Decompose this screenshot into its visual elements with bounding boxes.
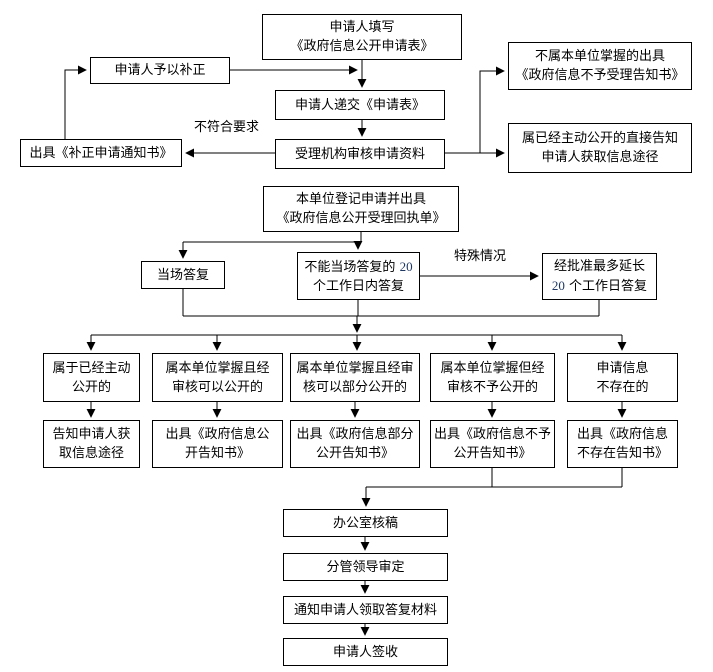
node-cond-partial-public: 属本单位掌握且经审 核可以部分公开的 bbox=[290, 353, 420, 402]
node-register-receipt: 本单位登记申请并出具 《政府信息公开受理回执单》 bbox=[263, 186, 459, 232]
node-act-notexist-notice: 出具《政府信息 不存在告知书》 bbox=[567, 420, 678, 468]
node-leader-approve: 分管领导审定 bbox=[283, 553, 448, 581]
node-not-held: 不属本单位掌握的出具 《政府信息不予受理告知书》 bbox=[508, 42, 692, 90]
node-reply-within-20: 不能当场答复的 20 个工作日内答复 bbox=[297, 252, 420, 300]
node-act-refuse-notice: 出具《政府信息不予 公开告知书》 bbox=[430, 420, 555, 468]
edge-label-special-case: 特殊情况 bbox=[452, 249, 509, 264]
node-correction-notice: 出具《补正申请通知书》 bbox=[20, 139, 182, 167]
node-cond-not-exist: 申请信息 不存在的 bbox=[567, 353, 678, 402]
node-review: 受理机构审核申请资料 bbox=[275, 139, 445, 169]
node-fill-form: 申请人填写 《政府信息公开申请表》 bbox=[262, 14, 462, 60]
node-submit-form: 申请人递交《申请表》 bbox=[275, 90, 445, 120]
node-already-public-direct: 属已经主动公开的直接告知 申请人获取信息途径 bbox=[508, 123, 692, 173]
node-cond-not-public: 属本单位掌握但经 审核不予公开的 bbox=[430, 353, 555, 402]
node-act-public-notice: 出具《政府信息公 开告知书》 bbox=[152, 420, 283, 468]
node-act-partial-notice: 出具《政府信息部分 公开告知书》 bbox=[290, 420, 420, 468]
node-act-inform-channel: 告知申请人获 取信息途径 bbox=[43, 420, 140, 468]
node-reply-onspot: 当场答复 bbox=[141, 261, 225, 289]
node-office-review: 办公室核稿 bbox=[283, 509, 448, 537]
node-reply-extend-20: 经批准最多延长 20 个工作日答复 bbox=[542, 253, 657, 300]
node-notify-pickup: 通知申请人领取答复材料 bbox=[283, 596, 448, 624]
node-cond-can-public: 属本单位掌握且经 审核可以公开的 bbox=[152, 353, 283, 402]
node-sign-receive: 申请人签收 bbox=[283, 638, 448, 666]
node-cond-already-public: 属于已经主动 公开的 bbox=[43, 353, 140, 402]
node-supplement: 申请人予以补正 bbox=[90, 57, 230, 84]
edge-label-not-conforming: 不符合要求 bbox=[192, 120, 262, 135]
